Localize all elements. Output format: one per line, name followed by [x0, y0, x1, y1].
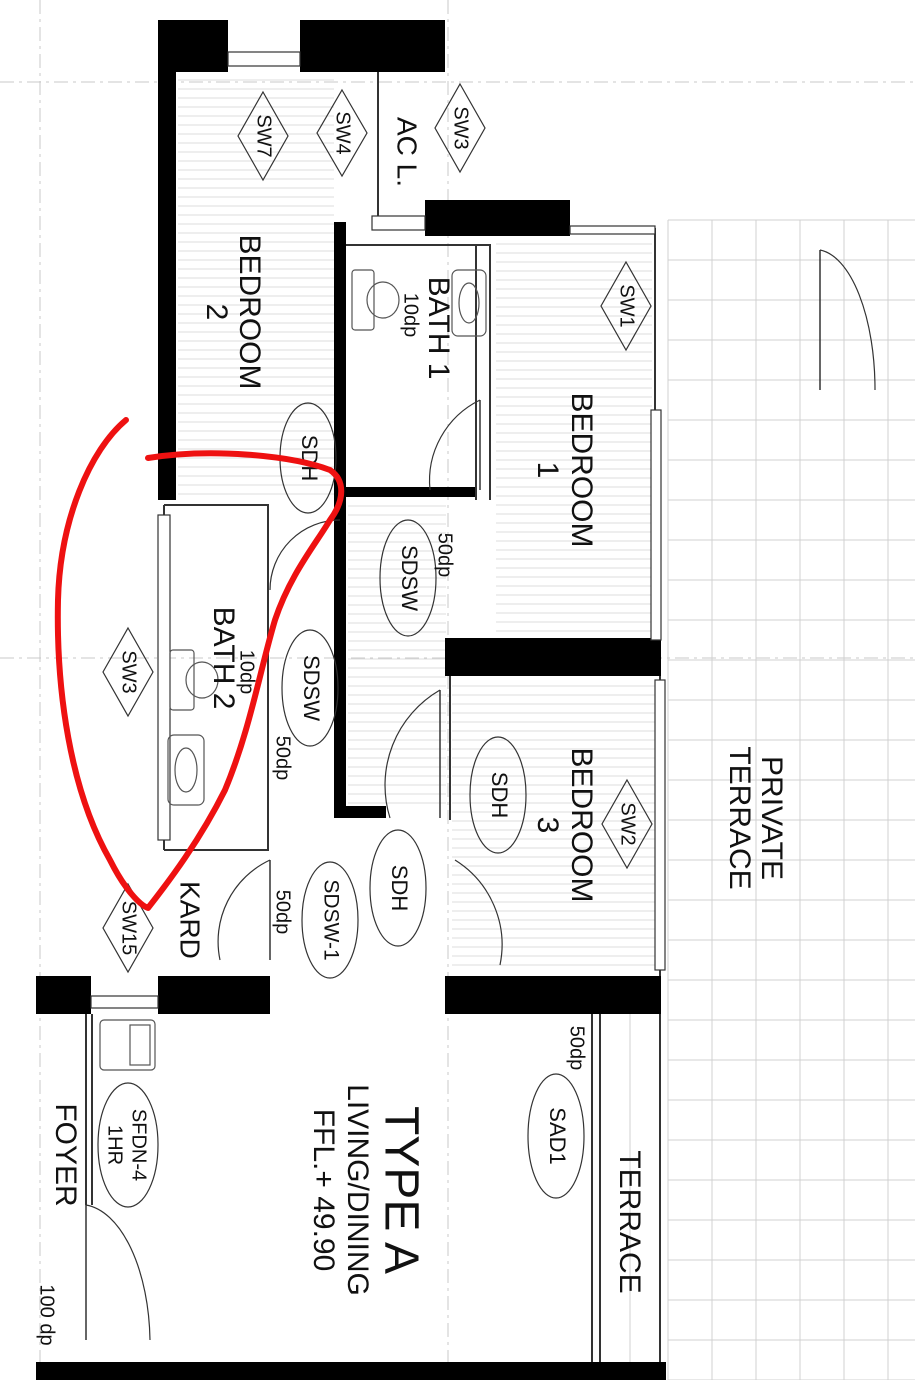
tag-sw7 — [237, 90, 289, 182]
label-sdh-bedroom3: SDH — [487, 772, 512, 818]
label-sw3-top: SW3 — [450, 106, 472, 149]
door-private-terrace — [819, 249, 876, 391]
tag-sw3-left — [102, 626, 154, 718]
label-bath1: BATH 1 — [422, 277, 455, 380]
label-terrace: TERRACE — [613, 1150, 646, 1293]
label-sdsw-bath1: SDSW — [397, 545, 422, 611]
drop-bath1-10dp: 10dp — [400, 293, 422, 338]
wall-bath1-bottom — [346, 487, 476, 497]
door-bedroom3-wardrobe — [454, 859, 503, 966]
basin-bath2 — [167, 734, 205, 806]
label-sw4: SW4 — [332, 111, 354, 154]
label-sdh-living: SDH — [387, 865, 412, 911]
wall-corridor-end — [346, 806, 386, 818]
label-type-a: TYPE A — [374, 1106, 427, 1274]
label-sdsw1: SDSW-1 — [319, 879, 342, 960]
tag-sw1 — [600, 260, 652, 352]
drop-terrace-50dp: 50dp — [566, 1026, 588, 1071]
window-tags: SW7 SW4 SW3 SW1 SW2 SW3 SW15 — [102, 82, 653, 974]
wc-tank-bath1 — [351, 269, 375, 331]
windows — [90, 51, 666, 1009]
label-bedroom2-number: 2 — [200, 304, 233, 321]
column-foyer — [36, 976, 91, 1014]
column-bedroom1-top — [425, 200, 570, 236]
tag-sdsw-bath1 — [379, 519, 437, 637]
label-sw2: SW2 — [617, 802, 639, 845]
label-bedroom2: BEDROOM — [233, 234, 266, 389]
label-sfdn4-line2: 1HR — [104, 1125, 126, 1165]
basin-bath1 — [451, 269, 487, 337]
window-bath1 — [371, 215, 426, 231]
door-bedroom3 — [384, 689, 441, 819]
window-foyer — [90, 995, 159, 1009]
drop-bath2-10dp: 10dp — [236, 650, 258, 695]
wc-bowl-bath2 — [185, 661, 219, 699]
label-sfdn4-line1: SFDN-4 — [128, 1109, 150, 1181]
drop-bath2-50dp: 50dp — [272, 736, 294, 781]
tag-sdh-bedroom3 — [469, 736, 527, 854]
label-wardrobe: KARD — [175, 881, 206, 959]
window-bedroom1-top — [569, 225, 656, 235]
label-sw3-left: SW3 — [118, 650, 140, 693]
door-sdsw1 — [217, 859, 271, 961]
column-bedroom3-top — [445, 638, 661, 676]
label-private-terrace-2: TERRACE — [723, 746, 756, 889]
drop-bath1-50dp: 50dp — [434, 533, 456, 578]
label-bedroom1-number: 1 — [531, 462, 564, 479]
tag-sdh-living — [369, 829, 427, 947]
wall-west-bedroom2 — [158, 20, 176, 500]
tag-sw4 — [316, 88, 368, 178]
label-foyer: FOYER — [49, 1103, 82, 1206]
wc-tank-bath2 — [169, 649, 195, 711]
column-top-right — [300, 20, 445, 72]
column-bedroom3-bottom — [445, 976, 661, 1014]
red-markup-loop — [54, 417, 345, 911]
door-bath1 — [428, 399, 481, 491]
label-bath2: BATH 2 — [207, 607, 240, 710]
room-labels: BEDROOM 2 BEDROOM 1 BEDROOM 3 BATH 1 BAT… — [49, 117, 788, 1296]
column-top-left — [158, 20, 228, 72]
label-sdsw-bath2: SDSW — [299, 655, 324, 721]
drop-sdsw1-50dp: 50dp — [272, 890, 294, 935]
label-bedroom1: BEDROOM — [565, 392, 598, 547]
label-ffl: FFL.+ 49.90 — [307, 1109, 340, 1272]
tag-sw2 — [601, 778, 653, 870]
drop-levels: 10dp 50dp 10dp 50dp 50dp 50dp 100 dp — [36, 293, 588, 1346]
tag-sad1 — [527, 1073, 585, 1199]
tag-sw3-top — [434, 82, 486, 174]
label-bedroom3-number: 3 — [531, 817, 564, 834]
label-sw1: SW1 — [616, 284, 638, 327]
label-ac-ledge: AC L. — [392, 117, 423, 187]
window-bedroom2 — [227, 51, 301, 67]
label-sdh-bedroom2: SDH — [297, 435, 322, 481]
wall-south — [36, 1362, 666, 1380]
label-sad1: SAD1 — [545, 1107, 570, 1164]
label-sw7: SW7 — [253, 114, 275, 157]
column-wardrobe — [158, 976, 270, 1014]
wc-bowl-bath1 — [366, 281, 400, 319]
label-bedroom3: BEDROOM — [565, 747, 598, 902]
fixtures — [99, 269, 487, 1071]
tag-sfdn4 — [97, 1082, 159, 1208]
label-private-terrace: PRIVATE — [755, 756, 788, 880]
door-foyer-entry — [85, 1204, 151, 1341]
kitchen-sink — [99, 1019, 156, 1071]
drop-foyer-100dp: 100 dp — [36, 1284, 58, 1345]
window-bedroom3-side — [654, 679, 666, 971]
window-bedroom1-side — [650, 409, 662, 641]
label-living-dining: LIVING/DINING — [341, 1084, 374, 1296]
tag-sw15 — [102, 882, 154, 974]
tag-sdsw-bath2 — [281, 629, 339, 747]
tag-sdsw1 — [301, 861, 359, 979]
label-sw15: SW15 — [118, 901, 140, 955]
